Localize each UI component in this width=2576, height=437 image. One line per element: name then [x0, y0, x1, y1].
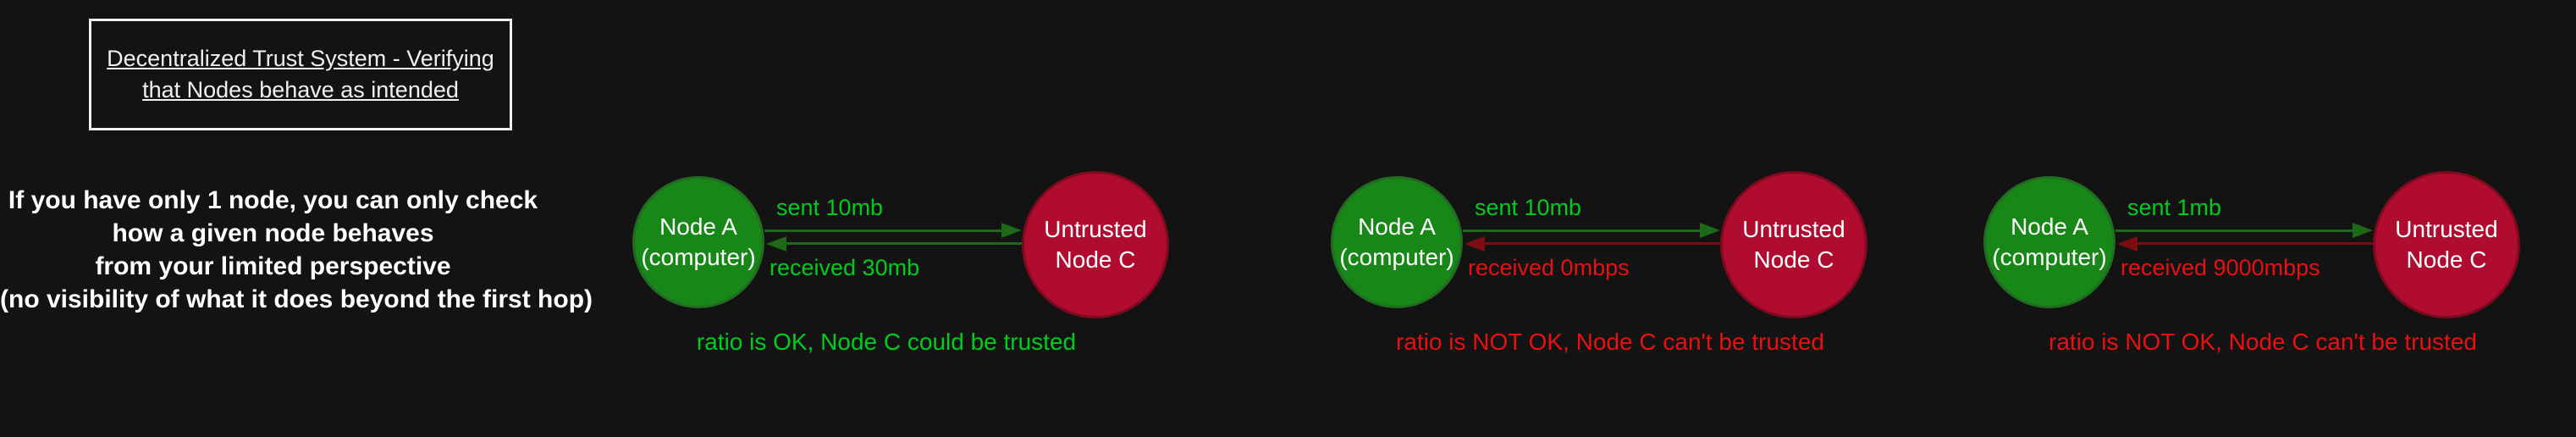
verdict-text: ratio is OK, Node C could be trusted	[696, 329, 1077, 355]
sent-arrow-line	[1463, 230, 1702, 232]
received-label: received 0mbps	[1468, 255, 1630, 280]
node-c-label-line-1: Untrusted	[1742, 216, 1845, 242]
sent-arrowhead-icon	[1700, 223, 1720, 238]
node-a-circle: Node A (computer)	[1983, 176, 2115, 308]
node-a-label-line-2: (computer)	[641, 244, 756, 270]
received-arrowhead-icon	[2117, 236, 2137, 252]
sent-arrowhead-icon	[2353, 223, 2373, 238]
verdict-text: ratio is NOT OK, Node C can't be trusted	[2049, 329, 2477, 355]
node-a-label-line-2: (computer)	[1992, 244, 2107, 270]
node-a-circle: Node A (computer)	[632, 176, 764, 308]
intro-text: If you have only 1 node, you can only ch…	[0, 184, 593, 316]
node-a-label-line-2: (computer)	[1339, 244, 1454, 270]
intro-line-4: (no visibility of what it does beyond th…	[0, 285, 593, 313]
received-label: received 9000mbps	[2121, 255, 2320, 280]
node-c-label-line-2: Node C	[1055, 246, 1136, 273]
sent-arrow-line	[2115, 230, 2354, 232]
intro-line-1: If you have only 1 node, you can only ch…	[8, 186, 538, 214]
received-arrow-line	[786, 242, 1022, 245]
node-a-label-line-1: Node A	[659, 213, 737, 240]
received-label: received 30mb	[769, 255, 920, 280]
verdict-text: ratio is NOT OK, Node C can't be trusted	[1396, 329, 1824, 355]
node-c-label-line-1: Untrusted	[2395, 216, 2498, 242]
sent-label: sent 10mb	[1475, 195, 1582, 220]
sent-label: sent 1mb	[2127, 195, 2222, 220]
title-line-2: that Nodes behave as intended	[142, 77, 459, 102]
sent-label: sent 10mb	[776, 195, 884, 220]
title-line-1: Decentralized Trust System - Verifying	[107, 46, 494, 71]
received-arrow-line	[2137, 242, 2373, 245]
received-arrow-line	[1485, 242, 1720, 245]
title-box: Decentralized Trust System - Verifying t…	[89, 19, 512, 130]
node-c-label-line-2: Node C	[2406, 246, 2487, 273]
node-c-label-line-2: Node C	[1753, 246, 1834, 273]
received-arrowhead-icon	[1465, 236, 1485, 252]
diagram-scenario-2: Node A (computer) Untrusted Node C sent …	[1331, 161, 1923, 373]
sent-arrowhead-icon	[1001, 223, 1022, 238]
received-arrowhead-icon	[766, 236, 786, 252]
node-a-label-line-1: Node A	[2011, 213, 2088, 240]
node-a-circle: Node A (computer)	[1331, 176, 1463, 308]
diagram-scenario-1: Node A (computer) Untrusted Node C sent …	[632, 161, 1225, 373]
intro-line-3: from your limited perspective	[95, 252, 451, 280]
node-c-circle: Untrusted Node C	[2373, 171, 2520, 318]
node-c-circle: Untrusted Node C	[1022, 171, 1169, 318]
sent-arrow-line	[764, 230, 1003, 232]
diagram-scenario-3: Node A (computer) Untrusted Node C sent …	[1983, 161, 2576, 373]
node-a-label-line-1: Node A	[1358, 213, 1436, 240]
node-c-circle: Untrusted Node C	[1720, 171, 1867, 318]
node-c-label-line-1: Untrusted	[1044, 216, 1147, 242]
intro-line-2: how a given node behaves	[112, 219, 434, 247]
